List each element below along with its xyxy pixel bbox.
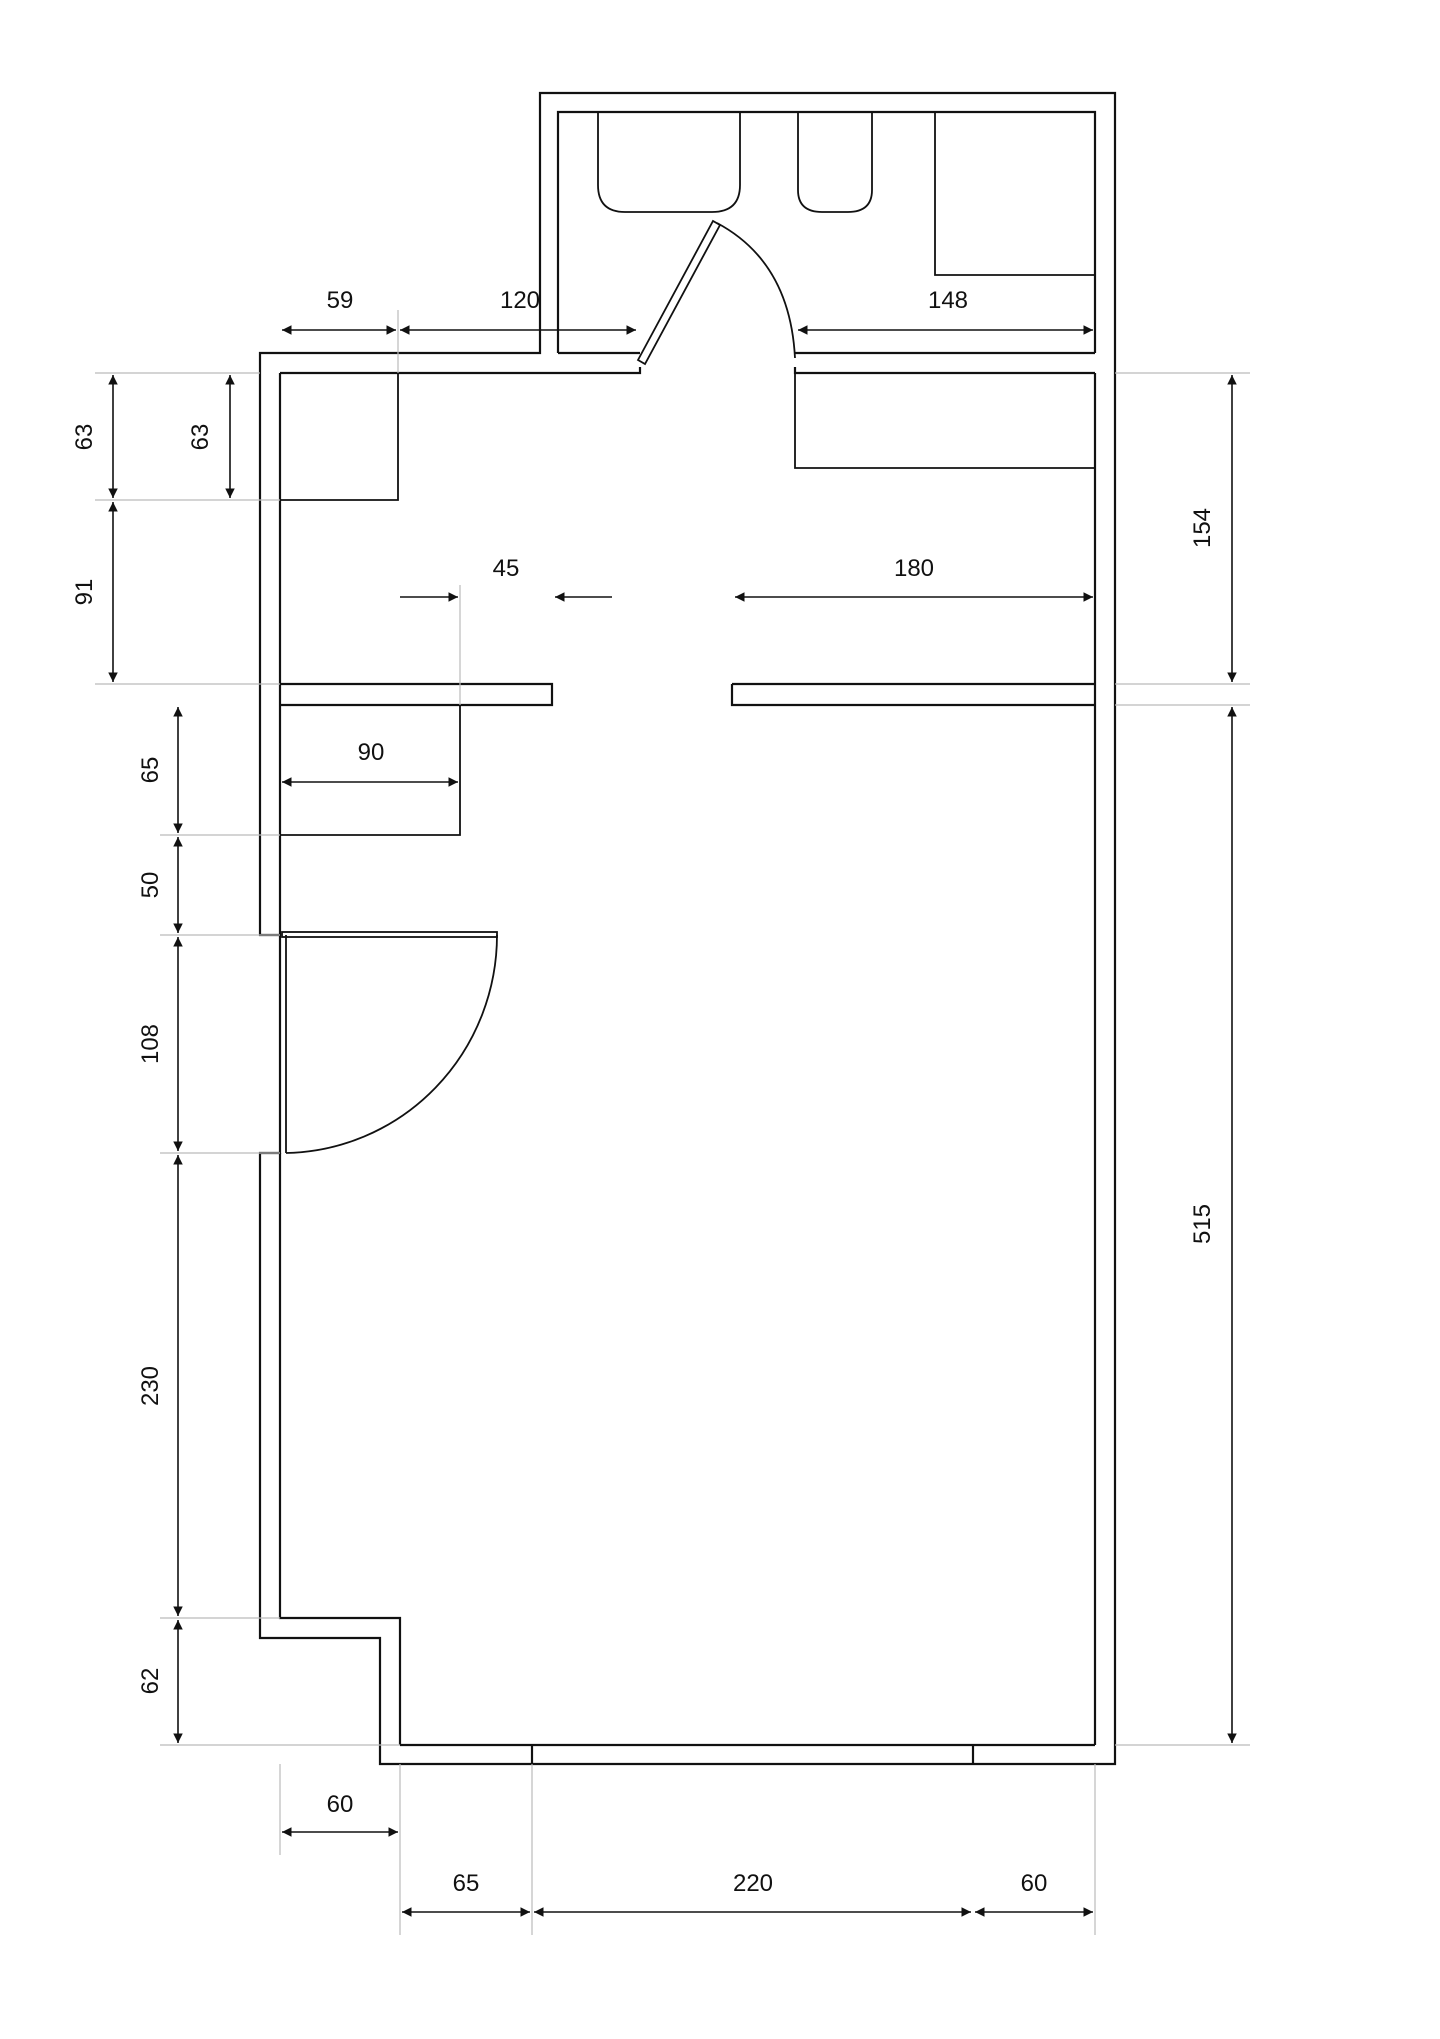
bathtub — [597, 112, 741, 213]
dim-top-59: 59 — [327, 287, 354, 314]
outer-wall-outline — [258, 91, 1117, 1766]
dim-mid-180: 180 — [894, 555, 934, 582]
dim-left-91: 91 — [71, 579, 98, 606]
bathroom-door-swing — [716, 222, 796, 359]
shower-tray — [934, 112, 1095, 276]
dim-left-62: 62 — [137, 1668, 164, 1695]
dim-bottom-220: 220 — [733, 1870, 773, 1897]
dim-door-108: 108 — [137, 1024, 164, 1064]
fixtures — [280, 112, 1095, 1154]
closet — [280, 705, 461, 836]
wardrobe-top-left — [280, 373, 399, 501]
bathroom-inner-wall — [556, 110, 1097, 353]
dim-right-154: 154 — [1189, 508, 1216, 548]
dim-left-230: 230 — [137, 1366, 164, 1406]
dim-closet-90: 90 — [358, 739, 385, 766]
extension-lines — [95, 310, 1250, 1935]
dim-left-65: 65 — [137, 757, 164, 784]
dim-left-50: 50 — [137, 872, 164, 899]
left-inner-wall-lower — [278, 1153, 402, 1745]
bathroom-door-leaf — [636, 219, 722, 366]
dim-mid-45: 45 — [493, 555, 520, 582]
entry-door-swing — [285, 934, 498, 1154]
dimension-labels: 59 120 148 63 63 91 45 180 154 515 90 65… — [71, 287, 1216, 1897]
dim-top-148: 148 — [928, 287, 968, 314]
dim-bottom-60-left: 60 — [327, 1791, 354, 1818]
middle-partition-left — [280, 682, 554, 707]
toilet — [797, 112, 873, 213]
dim-right-515: 515 — [1189, 1204, 1216, 1244]
dim-left-63: 63 — [71, 424, 98, 451]
dim-inner-63: 63 — [187, 424, 214, 451]
dim-bottom-65: 65 — [453, 1870, 480, 1897]
walls — [258, 91, 1117, 1766]
bathroom-partition-lower — [280, 367, 1095, 375]
entry-door-leaf — [281, 931, 498, 938]
dim-bottom-60-right: 60 — [1021, 1870, 1048, 1897]
kitchen-counter — [794, 373, 1095, 469]
dim-top-120: 120 — [500, 287, 540, 314]
middle-partition-right — [730, 682, 1095, 707]
dimension-arrows — [108, 325, 1237, 1917]
